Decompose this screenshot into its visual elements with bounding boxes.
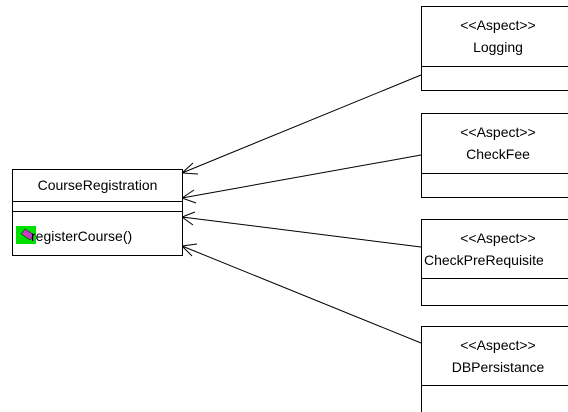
aspect-checkprerequisite[interactable]: <<Aspect>> CheckPreRequisite [421, 219, 568, 306]
class-courseregistration[interactable]: CourseRegistration registerCourse() [12, 169, 183, 256]
relation-checkprerequisite[interactable] [180, 211, 422, 248]
aspect-stereotype: <<Aspect>> [460, 17, 536, 33]
operation-register-course[interactable]: registerCourse() [31, 228, 132, 244]
class-name: CourseRegistration [38, 177, 158, 193]
method-icon-gem [20, 228, 35, 241]
aspect-name: DBPersistance [452, 359, 545, 375]
aspect-name: CheckPreRequisite [424, 252, 544, 268]
aspect-checkfee[interactable]: <<Aspect>> CheckFee [421, 113, 568, 198]
relation-dbpersistance[interactable] [180, 243, 422, 344]
aspect-name: Logging [473, 39, 523, 55]
aspect-name: CheckFee [466, 146, 530, 162]
aspect-stereotype: <<Aspect>> [460, 230, 536, 246]
relation-logging[interactable] [180, 74, 422, 175]
method-icon [16, 226, 36, 244]
aspect-stereotype: <<Aspect>> [460, 124, 536, 140]
aspect-dbpersistance[interactable]: <<Aspect>> DBPersistance [421, 326, 568, 412]
relations [180, 74, 422, 344]
aspect-stereotype: <<Aspect>> [460, 337, 536, 353]
relation-checkfee[interactable] [180, 154, 422, 204]
aspect-logging[interactable]: <<Aspect>> Logging [421, 6, 568, 91]
